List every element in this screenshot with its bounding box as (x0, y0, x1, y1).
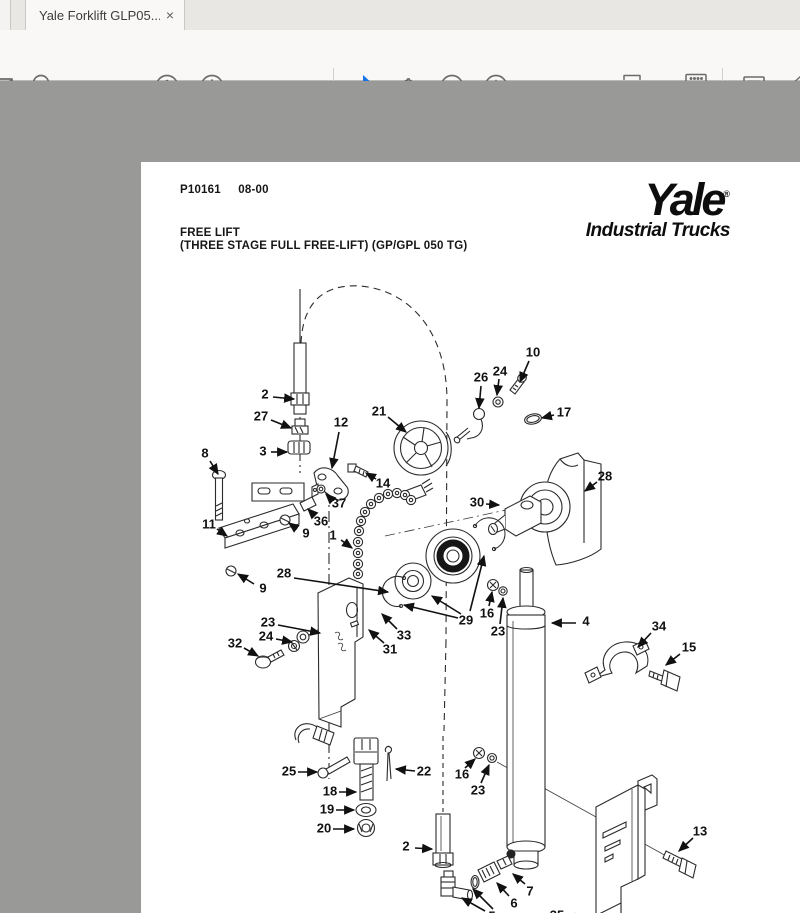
callout-label: 2 (402, 838, 409, 853)
callout-label: 20 (317, 820, 331, 835)
part-piston-block (487, 495, 542, 537)
callout-label: 37 (332, 495, 346, 510)
callout-label: 8 (201, 445, 208, 460)
callout-label: 11 (202, 516, 216, 531)
part-clamp-group (584, 639, 681, 692)
callout-label: 2 (261, 386, 268, 401)
part-bottom-bracket (595, 774, 697, 913)
callout-label: 35 (550, 907, 564, 913)
callout-label: 28 (598, 468, 612, 483)
callout-label: 28 (277, 565, 291, 580)
callout-label: 14 (376, 475, 391, 490)
callout-label: 18 (323, 783, 337, 798)
callout-label: 32 (228, 635, 242, 650)
part-bearing-stack (381, 517, 508, 609)
callout-label: 7 (526, 883, 533, 898)
callout-label: 15 (682, 639, 696, 654)
callout-label: 31 (383, 641, 397, 656)
part-lower-fitting-group (432, 746, 498, 869)
callout-label: 19 (320, 801, 334, 816)
yale-logo: Yale® Industrial Trucks (552, 174, 731, 242)
tab-bar: Yale Forklift GLP05... × (0, 0, 800, 30)
doc-part-number-line: P10161 08-00 (180, 184, 269, 196)
doc-revision: 08-00 (238, 184, 269, 196)
part-link-bracket (313, 463, 369, 501)
callout-label: 27 (254, 408, 268, 423)
callout-label: 5 (488, 908, 495, 913)
part-chain (352, 478, 434, 580)
part-sheave-upper (393, 420, 452, 476)
yale-logo-wordmark: Yale® (644, 174, 730, 225)
callout-label: 24 (259, 628, 274, 643)
part-chain-anchor-group (294, 723, 393, 838)
callout-label: 13 (693, 823, 707, 838)
callout-label: 12 (334, 414, 348, 429)
tab-bar-left-strip (0, 0, 11, 30)
callout-label: 9 (302, 525, 309, 540)
toolbar: / 552 70.9% (0, 30, 800, 104)
callout-label: 36 (314, 513, 328, 528)
callout-label: 21 (372, 403, 386, 418)
tab-close-icon[interactable]: × (165, 7, 174, 23)
callout-label: 16 (455, 766, 469, 781)
callout-label: 4 (582, 613, 590, 628)
callout-label: 30 (470, 494, 484, 509)
callout-label: 26 (474, 369, 488, 384)
callout-label: 17 (557, 404, 571, 419)
part-mount-plate-left (254, 577, 364, 728)
doc-title-line1: FREE LIFT (180, 227, 240, 239)
callout-label: 9 (259, 580, 266, 595)
registered-mark: ® (723, 189, 730, 199)
document-viewport[interactable]: P10161 08-00 Yale® Industrial Trucks FRE… (0, 81, 800, 913)
callout-label: 33 (397, 627, 411, 642)
callout-label: 3 (259, 443, 266, 458)
doc-part-number: P10161 (180, 184, 221, 196)
callout-label: 22 (417, 763, 431, 778)
callout-label: 16 (480, 605, 494, 620)
callout-label: 24 (493, 363, 508, 378)
callout-label: 29 (459, 612, 473, 627)
callout-label: 34 (652, 618, 667, 633)
exploded-diagram: 2273122126241017814373611913028928232432… (201, 285, 707, 913)
callout-label: 23 (471, 782, 485, 797)
callout-label: 25 (282, 763, 296, 778)
yale-logo-tagline: Industrial Trucks (585, 220, 731, 242)
tab-title: Yale Forklift GLP05... (39, 7, 160, 23)
callout-label: 1 (329, 527, 336, 542)
callout-label: 6 (510, 895, 517, 910)
callout-label: 23 (261, 614, 275, 629)
doc-title-line2: (THREE STAGE FULL FREE-LIFT) (GP/GPL 050… (180, 240, 468, 252)
callout-label: 23 (491, 623, 505, 638)
callout-label: 10 (526, 344, 540, 359)
part-anchor-bracket-group (211, 469, 326, 577)
part-lift-cylinder (506, 566, 546, 870)
document-tab[interactable]: Yale Forklift GLP05... × (25, 0, 185, 30)
part-elbow-fitting-group (440, 855, 513, 901)
